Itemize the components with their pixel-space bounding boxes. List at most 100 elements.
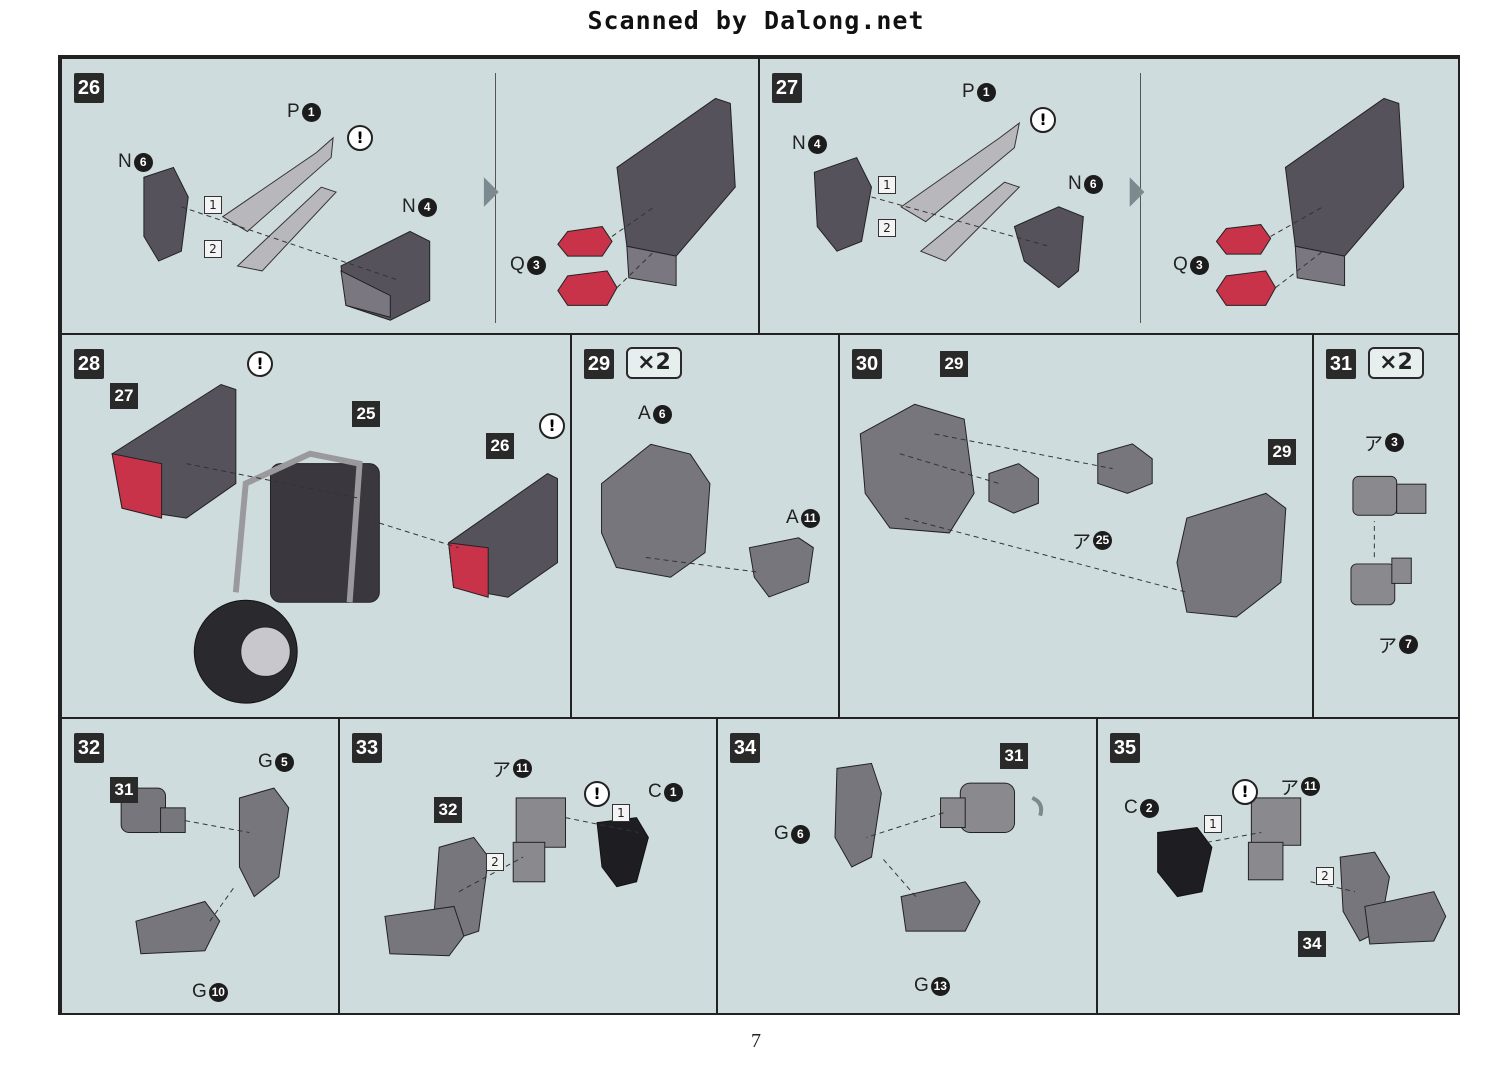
step-ref-31: 31 bbox=[110, 777, 138, 803]
order-marker-2: 2 bbox=[878, 219, 896, 237]
part-number: 13 bbox=[930, 976, 950, 996]
step-30-diagram bbox=[859, 403, 1287, 618]
step-32-diagram bbox=[120, 787, 290, 955]
step-ref-29: 29 bbox=[940, 351, 968, 377]
order-marker-2: 2 bbox=[486, 853, 504, 871]
step-35-diagram bbox=[1157, 797, 1447, 945]
quantity-badge: ×2 bbox=[626, 347, 682, 379]
caution-icon: ! bbox=[539, 413, 565, 439]
step-34-diagram bbox=[834, 762, 1044, 932]
step-number: 28 bbox=[74, 349, 104, 379]
step-number: 34 bbox=[730, 733, 760, 763]
step-number: 35 bbox=[1110, 733, 1140, 763]
part-number: 11 bbox=[513, 759, 533, 778]
step-ref-26: 26 bbox=[486, 433, 514, 459]
order-marker-2: 2 bbox=[204, 240, 222, 258]
caution-icon: ! bbox=[1232, 779, 1258, 805]
order-marker-1: 1 bbox=[204, 196, 222, 214]
step-number: 31 bbox=[1326, 349, 1356, 379]
part-n6 bbox=[143, 166, 189, 262]
part-number: 10 bbox=[208, 982, 228, 1002]
scanner-watermark: Scanned by Dalong.net bbox=[587, 6, 925, 35]
part-number: 6 bbox=[133, 152, 153, 172]
part-number: 2 bbox=[1139, 798, 1159, 818]
part-number: 1 bbox=[663, 782, 683, 802]
part-number: 6 bbox=[1083, 174, 1103, 194]
order-marker-1: 1 bbox=[1204, 815, 1222, 833]
step-ref-32: 32 bbox=[434, 797, 462, 823]
step-number: 29 bbox=[584, 349, 614, 379]
step-28-diagram bbox=[111, 383, 558, 704]
step-ref-27: 27 bbox=[110, 383, 138, 409]
quantity-badge: ×2 bbox=[1368, 347, 1424, 379]
caution-icon: ! bbox=[247, 351, 273, 377]
caution-icon: ! bbox=[347, 125, 373, 151]
part-assembly bbox=[616, 97, 736, 287]
part-number: 11 bbox=[800, 508, 820, 528]
part-number: 6 bbox=[652, 404, 672, 424]
part-number: 4 bbox=[417, 197, 437, 217]
divider bbox=[495, 73, 496, 323]
order-marker-1: 1 bbox=[612, 804, 630, 822]
part-number: 11 bbox=[1301, 777, 1321, 796]
order-marker-2: 2 bbox=[1316, 867, 1334, 885]
step-number: 27 bbox=[772, 73, 802, 103]
step-number: 32 bbox=[74, 733, 104, 763]
part-number: 7 bbox=[1399, 635, 1419, 654]
step-ref-29: 29 bbox=[1268, 439, 1296, 465]
step-number: 30 bbox=[852, 349, 882, 379]
divider bbox=[1140, 73, 1141, 323]
step-ref-34: 34 bbox=[1298, 931, 1326, 957]
step-31-diagram bbox=[1350, 475, 1427, 606]
order-marker-1: 1 bbox=[878, 176, 896, 194]
step-ref-25: 25 bbox=[352, 401, 380, 427]
page-number: 7 bbox=[751, 1030, 761, 1052]
part-number: 3 bbox=[1385, 433, 1405, 452]
part-q3 bbox=[557, 226, 618, 306]
part-number: 5 bbox=[274, 752, 294, 772]
part-number: 6 bbox=[790, 824, 810, 844]
step-26-diagram bbox=[143, 97, 736, 321]
caution-icon: ! bbox=[584, 781, 610, 807]
caution-icon: ! bbox=[1030, 107, 1056, 133]
part-number: 1 bbox=[976, 82, 996, 102]
part-number: 3 bbox=[526, 255, 546, 275]
step-33-diagram bbox=[384, 797, 649, 957]
part-p1 bbox=[221, 136, 337, 272]
part-number: 4 bbox=[807, 134, 827, 154]
part-number: 25 bbox=[1093, 531, 1113, 550]
step-29-diagram bbox=[601, 443, 814, 598]
step-28-panel: 28 27 25 26 ! ! bbox=[60, 333, 572, 719]
step-number: 26 bbox=[74, 73, 104, 103]
step-ref-31: 31 bbox=[1000, 743, 1028, 769]
